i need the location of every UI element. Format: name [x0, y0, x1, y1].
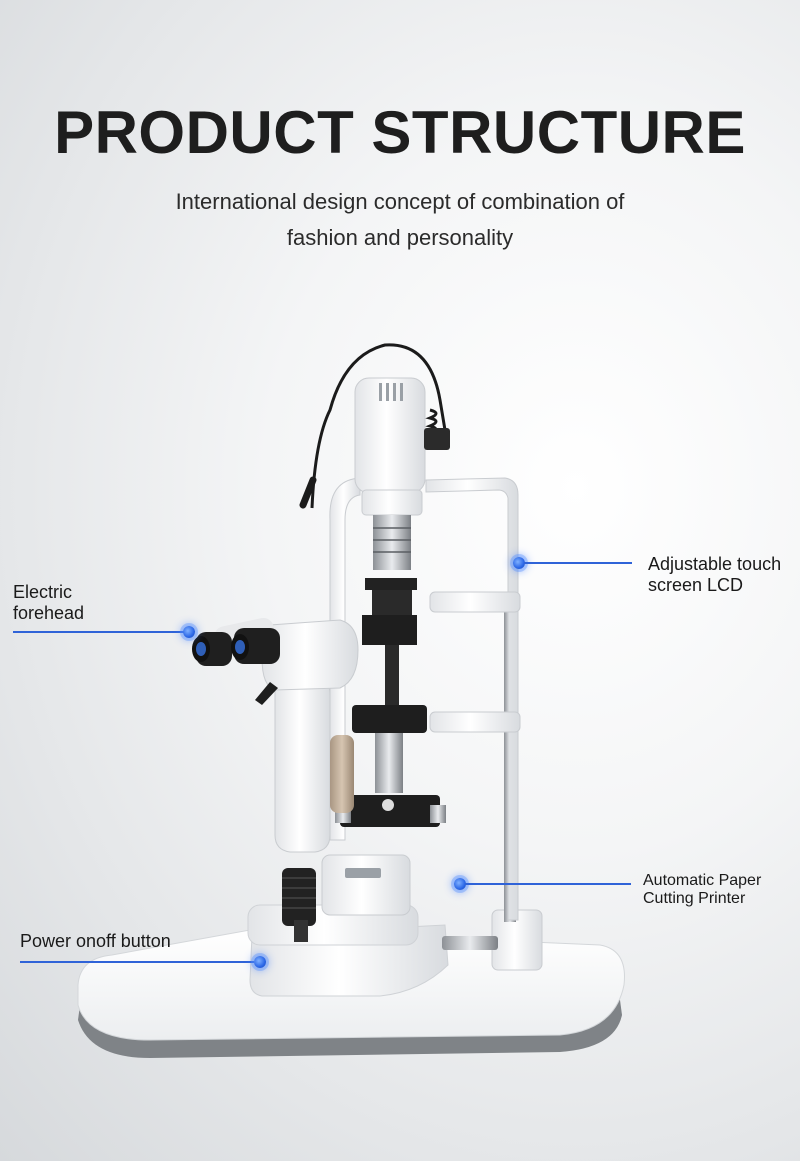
power-callout-dot[interactable]	[254, 956, 266, 968]
printer-label-line-2: Cutting Printer	[643, 890, 746, 907]
page-title: PRODUCT STRUCTURE	[54, 99, 746, 166]
subtitle-line-1: International design concept of combinat…	[175, 189, 625, 214]
microscope-arm	[255, 619, 359, 853]
forehead-callout-dot[interactable]	[183, 626, 195, 638]
forehead-callout-label: Electric forehead	[13, 582, 84, 624]
power-label-line-1: Power onoff button	[20, 931, 171, 951]
forehead-callout-line	[13, 631, 185, 633]
printer-callout-dot[interactable]	[454, 878, 466, 890]
joystick	[282, 868, 316, 942]
printer-label-line-1: Automatic Paper	[643, 872, 762, 889]
subtitle-line-2: fashion and personality	[286, 225, 514, 250]
power-callout-line	[20, 961, 254, 963]
forehead-label-line-2: forehead	[13, 603, 85, 623]
page-subtitle: International design concept of combinat…	[0, 184, 800, 256]
power-callout-label: Power onoff button	[20, 931, 171, 952]
lcd-label-line-1: Adjustable touch	[648, 554, 782, 574]
printer-callout-line	[465, 883, 631, 885]
lcd-callout-dot[interactable]	[513, 557, 525, 569]
lcd-callout-label: Adjustable touch screen LCD	[648, 554, 781, 596]
forehead-label-line-1: Electric	[13, 582, 73, 602]
lcd-label-line-2: screen LCD	[648, 575, 744, 595]
lcd-callout-line	[524, 562, 632, 564]
printer-callout-label: Automatic Paper Cutting Printer	[643, 872, 761, 908]
binocular-eyepieces	[192, 617, 280, 666]
